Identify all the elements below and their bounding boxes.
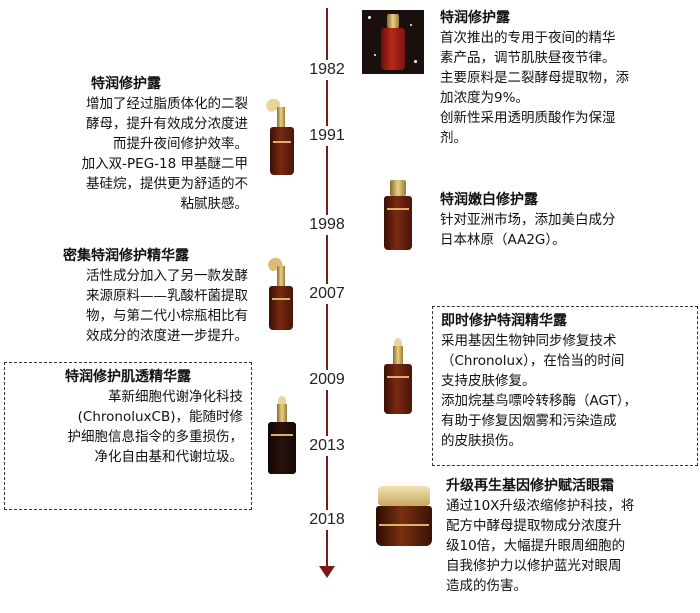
product-image-1991 (262, 97, 302, 179)
entry-line: 首次推出的专用于夜间的精华 (440, 28, 698, 48)
product-image-2007 (258, 258, 302, 332)
year-label-2018: 2018 (304, 510, 350, 530)
entry-2009: 即时修护特润精华露 采用基因生物钟同步修复技术 （Chronolux），在恰当的… (432, 306, 698, 466)
entry-line: 剂。 (440, 128, 698, 148)
entry-title: 特润修护露 (440, 8, 698, 28)
entry-1991: 特润修护露 增加了经过脂质体化的二裂 酵母，提升有效成分浓度进 而提升夜间修护效… (4, 74, 248, 214)
entry-line: 采用基因生物钟同步修复技术 (441, 331, 689, 351)
entry-line: (ChronoluxCB)，能随时修 (13, 407, 243, 427)
entry-title: 特润修护肌透精华露 (13, 367, 243, 387)
entry-line: 基硅烷，提供更为舒适的不 (4, 174, 248, 194)
entry-line: （Chronolux），在恰当的时间 (441, 351, 689, 371)
year-label-2007: 2007 (304, 284, 350, 304)
entry-line: 而提升夜间修护效率。 (4, 134, 248, 154)
entry-title: 即时修护特润精华露 (441, 311, 689, 331)
entry-line: 创新性采用透明质酸作为保湿 (440, 108, 698, 128)
entry-line: 配方中酵母提取物成分浓度升 (446, 516, 698, 536)
product-image-1982 (362, 10, 424, 74)
entry-line: 来源原料——乳酸杆菌提取 (4, 286, 248, 306)
year-label-1991: 1991 (304, 126, 350, 146)
year-label-2009: 2009 (304, 370, 350, 390)
entry-1982: 特润修护露 首次推出的专用于夜间的精华 素产品，调节肌肤昼夜节律。 主要原料是二… (440, 8, 698, 148)
entry-title: 升级再生基因修护赋活眼霜 (446, 476, 698, 496)
year-label-1982: 1982 (304, 60, 350, 80)
entry-line: 净化自由基和代谢垃圾。 (13, 447, 243, 467)
entry-line: 的皮肤损伤。 (441, 431, 689, 451)
timeline-arrow-icon (319, 566, 335, 578)
product-image-2013 (264, 396, 300, 476)
entry-line: 素产品，调节肌肤昼夜节律。 (440, 48, 698, 68)
entry-line: 物，与第二代小棕瓶相比有 (4, 306, 248, 326)
entry-2007: 密集特润修护精华露 活性成分加入了另一款发酵 来源原料——乳酸杆菌提取 物，与第… (4, 246, 248, 346)
entry-line: 造成的伤害。 (446, 576, 698, 596)
entry-1998: 特润嫩白修护露 针对亚洲市场，添加美白成分 日本林原（AA2G）。 (440, 190, 698, 250)
entry-line: 粘腻肤感。 (4, 194, 248, 214)
entry-title: 密集特润修护精华露 (4, 246, 248, 266)
entry-line: 添加烷基鸟嘌呤转移酶（AGT）， (441, 391, 689, 411)
entry-line: 活性成分加入了另一款发酵 (4, 266, 248, 286)
entry-line: 加浓度为9%。 (440, 88, 698, 108)
entry-line: 日本林原（AA2G）。 (440, 230, 698, 250)
entry-line: 有助于修复因烟雾和污染造成 (441, 411, 689, 431)
entry-line: 针对亚洲市场，添加美白成分 (440, 210, 698, 230)
entry-line: 通过10X升级浓缩修护科技，将 (446, 496, 698, 516)
entry-title: 特润修护露 (4, 74, 248, 94)
entry-line: 自我修护力以修护蓝光对眼周 (446, 556, 698, 576)
entry-2018: 升级再生基因修护赋活眼霜 通过10X升级浓缩修护科技，将 配方中酵母提取物成分浓… (446, 476, 698, 596)
entry-line: 支持皮肤修复。 (441, 371, 689, 391)
entry-line: 级10倍，大幅提升眼周细胞的 (446, 536, 698, 556)
product-image-1998 (380, 180, 416, 252)
entry-line: 革新细胞代谢净化科技 (13, 387, 243, 407)
product-image-2009 (380, 338, 416, 416)
product-image-2018 (376, 480, 432, 550)
entry-title: 特润嫩白修护露 (440, 190, 698, 210)
entry-2013: 特润修护肌透精华露 革新细胞代谢净化科技 (ChronoluxCB)，能随时修 … (4, 362, 252, 510)
entry-line: 加入双-PEG-18 甲基醚二甲 (4, 154, 248, 174)
entry-line: 酵母，提升有效成分浓度进 (4, 114, 248, 134)
entry-line: 增加了经过脂质体化的二裂 (4, 94, 248, 114)
entry-line: 护细胞信息指令的多重损伤， (13, 427, 243, 447)
year-label-2013: 2013 (304, 436, 350, 456)
entry-line: 主要原料是二裂酵母提取物，添 (440, 68, 698, 88)
year-label-1998: 1998 (304, 215, 350, 235)
entry-line: 效成分的浓度进一步提升。 (4, 326, 248, 346)
